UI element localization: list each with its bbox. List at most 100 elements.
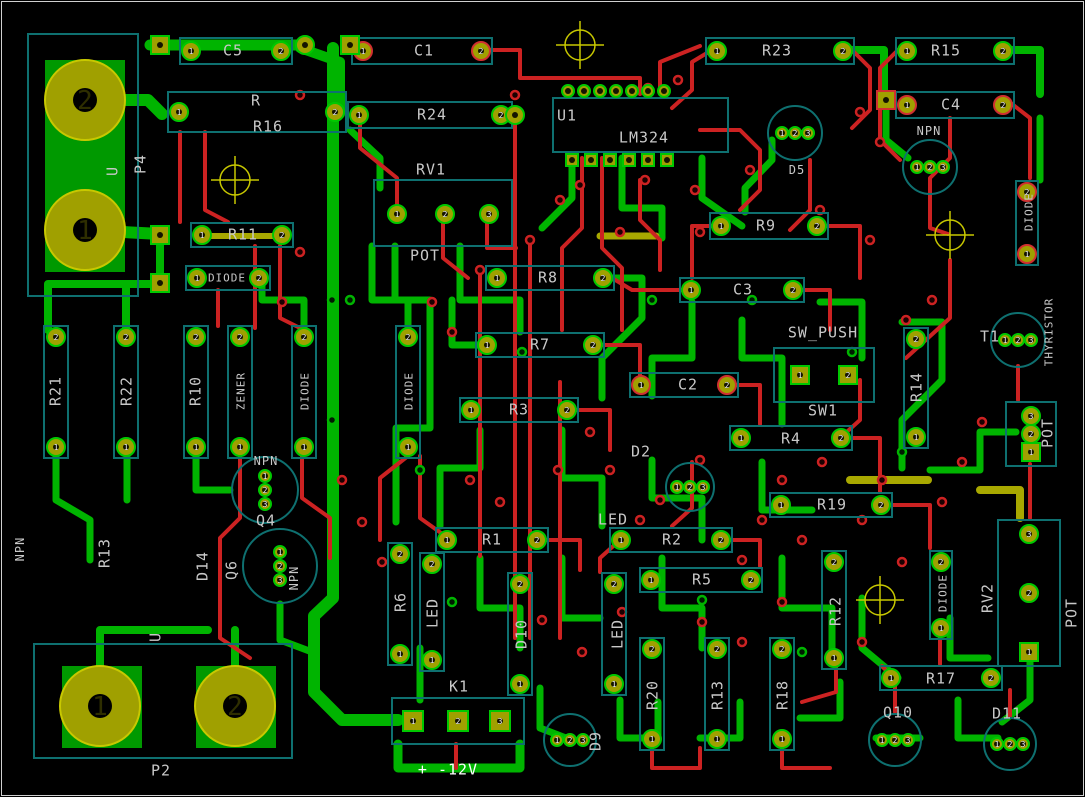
via[interactable] — [694, 454, 706, 466]
via[interactable] — [672, 74, 684, 86]
trace-copper-overlap[interactable] — [976, 486, 1024, 522]
trace-bottom-copper[interactable] — [796, 678, 844, 722]
trace-bottom-copper[interactable] — [276, 600, 316, 656]
trace-top-copper[interactable] — [850, 48, 872, 130]
transistor-outline[interactable] — [242, 528, 318, 604]
trace-bottom-copper[interactable] — [898, 318, 946, 472]
via[interactable] — [976, 416, 988, 428]
component-outline[interactable] — [609, 527, 733, 553]
component-outline[interactable] — [729, 425, 853, 451]
component-outline[interactable] — [709, 212, 829, 240]
component-outline[interactable] — [705, 37, 855, 65]
trace-bottom-copper[interactable] — [954, 696, 1002, 742]
component-outline[interactable] — [879, 665, 1003, 691]
trace-bottom-copper[interactable] — [393, 739, 525, 773]
via[interactable] — [796, 646, 808, 658]
via[interactable] — [536, 614, 548, 626]
via[interactable] — [494, 496, 506, 508]
via[interactable] — [446, 596, 458, 608]
component-outline[interactable] — [185, 265, 271, 291]
trace-top-copper[interactable] — [780, 746, 832, 770]
via[interactable] — [524, 234, 536, 246]
trace-top-copper[interactable] — [488, 48, 642, 96]
component-outline[interactable] — [629, 372, 739, 398]
trace-bottom-copper[interactable] — [698, 154, 746, 230]
component-outline[interactable] — [183, 325, 209, 459]
transistor-outline[interactable] — [902, 139, 958, 195]
trace-bottom-copper[interactable] — [882, 100, 912, 162]
via[interactable] — [956, 456, 968, 468]
component-outline[interactable] — [704, 637, 730, 751]
component-outline[interactable] — [997, 519, 1061, 667]
trace-bottom-copper[interactable] — [368, 242, 412, 340]
trace-top-copper[interactable] — [650, 746, 702, 770]
trace-top-copper[interactable] — [670, 460, 694, 528]
trace-top-copper[interactable] — [824, 224, 862, 280]
via[interactable] — [856, 636, 868, 648]
trace-bottom-copper[interactable] — [816, 298, 866, 362]
trace-top-copper[interactable] — [300, 454, 332, 560]
trace-bottom-copper[interactable] — [758, 458, 816, 514]
component-outline[interactable] — [387, 542, 413, 666]
trace-bottom-copper[interactable] — [192, 452, 234, 494]
component-outline[interactable] — [475, 332, 605, 358]
via[interactable] — [604, 464, 616, 476]
trace-bottom-copper[interactable] — [998, 658, 1034, 726]
via[interactable] — [639, 174, 651, 186]
via[interactable] — [776, 596, 788, 608]
trace-top-copper[interactable] — [441, 211, 470, 280]
trace-bottom-copper[interactable] — [295, 43, 345, 119]
via[interactable] — [576, 646, 588, 658]
trace-top-copper[interactable] — [800, 288, 832, 332]
transistor-outline[interactable] — [868, 713, 922, 767]
component-outline[interactable] — [435, 527, 549, 553]
trace-top-copper[interactable] — [638, 178, 662, 272]
via[interactable] — [509, 89, 521, 101]
trace-bottom-copper[interactable] — [536, 684, 570, 742]
component-outline[interactable] — [895, 37, 1015, 65]
via[interactable] — [689, 184, 701, 196]
trace-top-copper[interactable] — [574, 408, 612, 452]
trace-bottom-copper[interactable] — [648, 456, 706, 544]
component-outline[interactable] — [291, 325, 317, 459]
trace-bottom-copper[interactable] — [658, 554, 706, 652]
component-outline[interactable] — [27, 33, 139, 297]
via[interactable] — [864, 234, 876, 246]
trace-top-copper[interactable] — [788, 158, 812, 232]
trace-top-copper[interactable] — [1010, 102, 1032, 180]
via[interactable] — [356, 516, 368, 528]
transistor-outline[interactable] — [983, 717, 1037, 771]
via[interactable] — [926, 294, 938, 306]
trace-bottom-copper[interactable] — [538, 154, 576, 232]
via[interactable] — [876, 474, 888, 486]
component-outline[interactable] — [33, 643, 293, 759]
component-outline[interactable] — [773, 347, 875, 403]
trace-top-copper[interactable] — [378, 454, 410, 542]
via[interactable] — [554, 194, 566, 206]
transistor-outline[interactable] — [767, 105, 823, 161]
via[interactable] — [744, 164, 756, 176]
trace-bottom-copper[interactable] — [44, 280, 164, 334]
trace-top-copper[interactable] — [658, 44, 702, 94]
trace-bottom-copper[interactable] — [778, 554, 836, 662]
via[interactable] — [896, 446, 908, 458]
via[interactable] — [896, 556, 908, 568]
via[interactable] — [326, 294, 338, 306]
trace-top-copper[interactable] — [800, 666, 838, 704]
trace-top-copper[interactable] — [278, 244, 306, 332]
via[interactable] — [634, 514, 646, 526]
trace-top-copper[interactable] — [698, 128, 762, 212]
via[interactable] — [646, 294, 658, 306]
via[interactable] — [344, 294, 356, 306]
trace-bottom-copper[interactable] — [476, 554, 524, 652]
via[interactable] — [756, 514, 768, 526]
via[interactable] — [474, 264, 486, 276]
via[interactable] — [614, 226, 626, 238]
via[interactable] — [464, 474, 476, 486]
trace-top-copper[interactable] — [600, 343, 642, 386]
via[interactable] — [414, 464, 426, 476]
trace-top-copper[interactable] — [544, 538, 582, 572]
trace-top-copper[interactable] — [418, 454, 450, 540]
trace-bottom-copper[interactable] — [738, 316, 786, 428]
component-outline[interactable] — [190, 222, 294, 248]
